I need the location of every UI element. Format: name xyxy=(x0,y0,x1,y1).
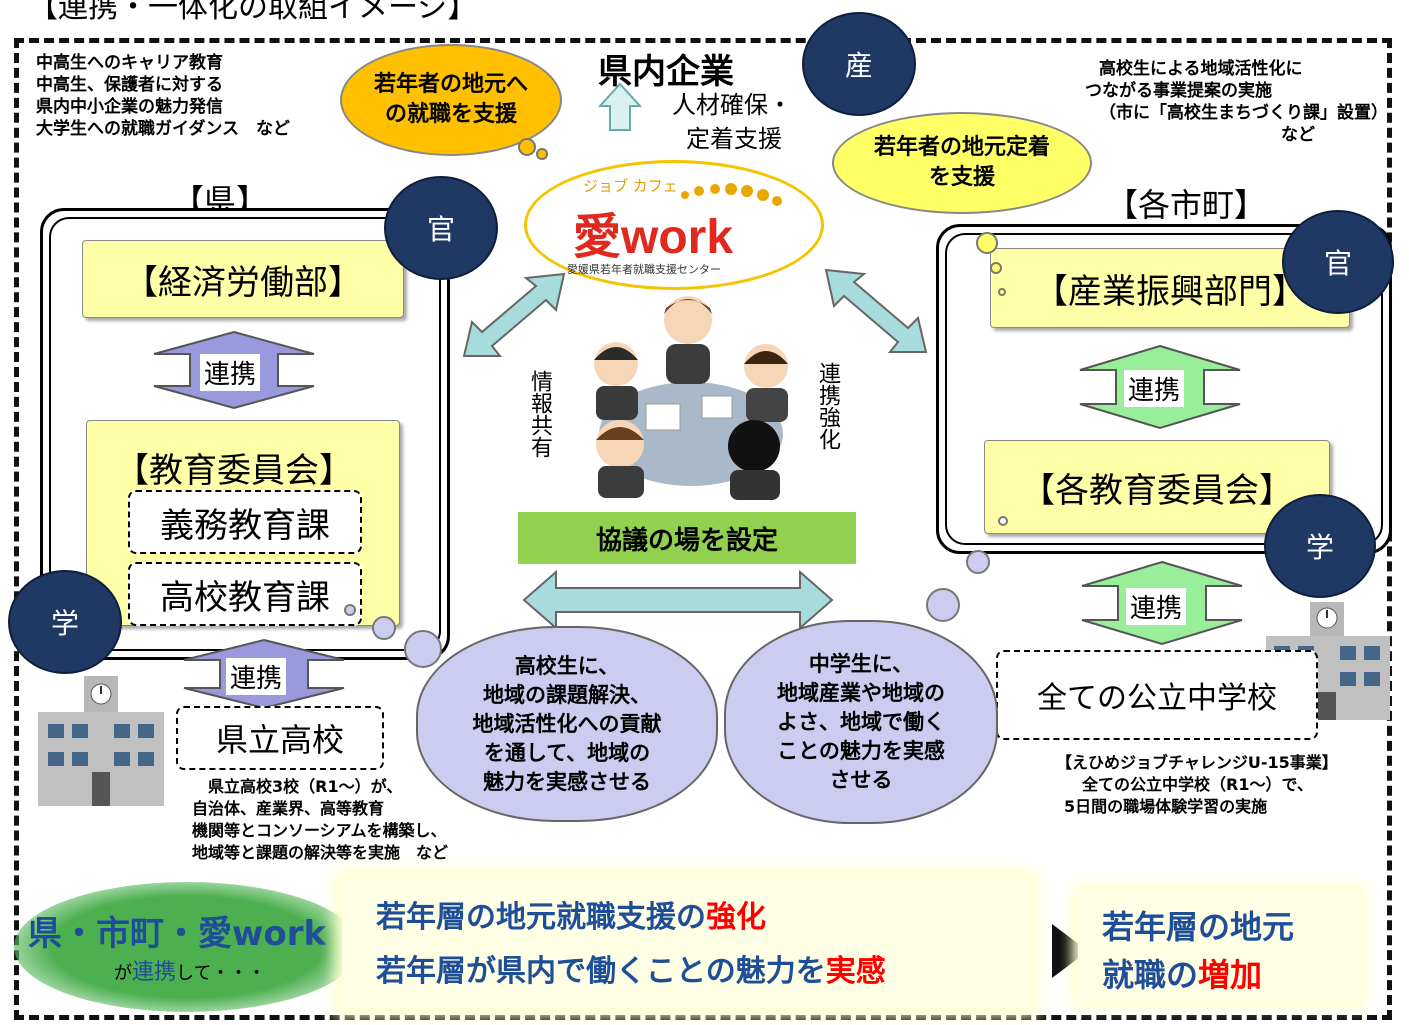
prefecture-school-link-label: 連携 xyxy=(226,658,287,695)
cloud-bubble xyxy=(998,288,1006,296)
high-school-education-section: 高校教育課 xyxy=(128,562,362,626)
school-badge-prefecture: 学 xyxy=(8,570,122,674)
result-line-2: 就職の増加 xyxy=(1102,956,1263,994)
economy-labor-dept: 【経済労働部】 xyxy=(82,240,404,318)
municipality-link-label: 連携 xyxy=(1124,370,1185,407)
aiwork-subtitle: 愛媛県若年者就職支援センター xyxy=(567,263,721,276)
junior-high-student-cloud: 中学生に、 地域産業や地域の よさ、地域で働く ことの魅力を実感 させる xyxy=(724,620,998,824)
cloud-bubble xyxy=(976,232,998,254)
government-badge-municipality: 官 xyxy=(1282,210,1394,314)
consultation-bar: 協議の場を設定 xyxy=(518,512,856,564)
cloud-bubble xyxy=(926,588,960,622)
goals-panel: 若年層の地元就職支援の強化 若年層が県内で働くことの魅力を実感 xyxy=(342,878,1030,1008)
all-public-junior-high-schools: 全ての公立中学校 xyxy=(996,650,1318,740)
cloud-bubble xyxy=(990,262,1002,274)
teal-horizontal-double-arrow-icon xyxy=(522,570,834,630)
high-school-student-cloud: 高校生に、 地域の課題解決、 地域活性化への貢献 を通して、地域の 魅力を実感さ… xyxy=(416,626,718,822)
collaboration-glow xyxy=(14,882,360,1012)
aiwork-kana: ジョブ カフェ xyxy=(583,177,678,195)
aiwork-logo-text: 愛work xyxy=(573,211,734,264)
right-triangle-arrow-icon xyxy=(1052,924,1088,978)
page-title: 【連携・一体化の取組イメージ】 xyxy=(28,0,478,25)
orange-thought-cloud: 若年者の地元への就職を支援 xyxy=(340,44,562,156)
municipality-notes: 【えひめジョブチャレンジU-15事業】 全ての公立中学校（R1～）で、 5日間の… xyxy=(1056,753,1338,816)
industry-badge: 産 xyxy=(802,12,916,116)
dot-arc-decoration xyxy=(681,183,782,206)
cloud-bubble xyxy=(966,550,990,574)
prefecture-notes: 県立高校3校（R1～）が、 自治体、産業界、高等教育 機関等とコンソーシアムを構… xyxy=(192,777,449,862)
school-badge-municipality: 学 xyxy=(1264,494,1376,598)
meeting-illustration xyxy=(594,296,788,500)
school-building-icon xyxy=(38,676,164,806)
goal-line-1: 若年層の地元就職支援の強化 xyxy=(376,900,766,935)
municipality-inner-border xyxy=(945,233,1383,545)
teal-diagonal-double-arrow-icon xyxy=(462,272,566,357)
collaboration-parties: 県・市町・愛work xyxy=(28,914,327,954)
teal-diagonal-double-arrow-icon xyxy=(824,268,928,353)
cloud-bubble xyxy=(536,148,548,160)
cloud-bubble xyxy=(518,138,536,156)
top-right-notes: 高校生による地域活性化に つながる事業提案の実施 （市に「高校生まちづくり課」設… xyxy=(1085,59,1388,145)
cloud-bubble xyxy=(372,616,396,640)
yellow-thought-cloud: 若年者の地元定着を支援 xyxy=(832,112,1092,214)
prefecture-link-label: 連携 xyxy=(200,354,261,391)
company-sub: 人材確保・ 定着支援 xyxy=(672,91,792,153)
info-sharing-vertical: 情報共有 xyxy=(527,370,552,458)
municipality-header: 【各市町】 xyxy=(1106,186,1267,224)
cloud-bubble xyxy=(344,604,356,616)
aiwork-logo: ジョブ カフェ 愛work 愛媛県若年者就職支援センター xyxy=(524,160,824,290)
prefectural-high-school: 県立高校 xyxy=(176,706,384,770)
top-left-notes: 中高生へのキャリア教育 中高生、保護者に対する 県内中小企業の魅力発信 大学生へ… xyxy=(36,53,290,139)
up-arrow-icon xyxy=(598,82,642,131)
cloud-bubble xyxy=(998,516,1008,526)
collaboration-sub: が連携して・・・ xyxy=(114,960,266,985)
government-badge-prefecture: 官 xyxy=(384,176,498,280)
stronger-collaboration-vertical: 連携強化 xyxy=(815,362,840,450)
municipality-school-link-label: 連携 xyxy=(1126,588,1187,625)
compulsory-education-section: 義務教育課 xyxy=(128,490,362,554)
cloud-bubble xyxy=(404,630,442,668)
goal-line-2: 若年層が県内で働くことの魅力を実感 xyxy=(376,954,886,989)
result-panel: 若年層の地元 就職の増加 xyxy=(1078,890,1360,1002)
